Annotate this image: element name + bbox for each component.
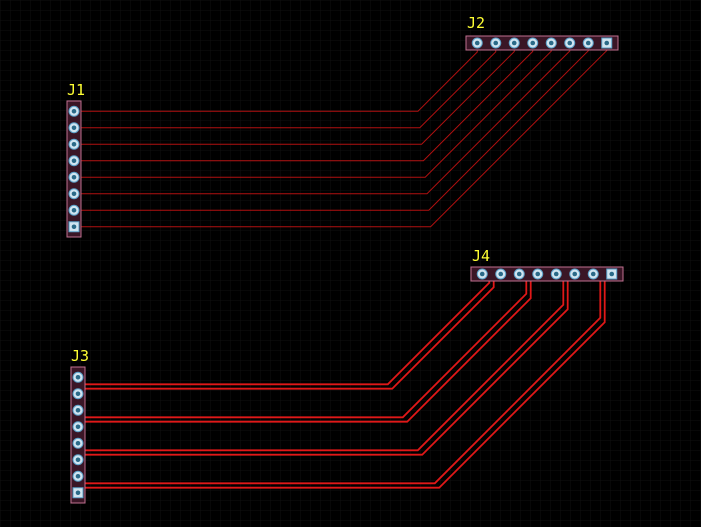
j1-body bbox=[66, 100, 82, 238]
j1-drill-hole bbox=[71, 125, 77, 131]
j1-drill-hole bbox=[71, 224, 77, 230]
j4-drill-hole bbox=[479, 271, 485, 277]
traces-j3-j4 bbox=[85, 281, 606, 489]
designator-j3: J3 bbox=[71, 347, 89, 365]
j4-pin[interactable] bbox=[532, 268, 544, 280]
designator-j2: J2 bbox=[467, 14, 485, 32]
j2-drill-hole bbox=[567, 40, 573, 46]
j2-drill-hole bbox=[511, 40, 517, 46]
j4-drill-hole bbox=[498, 271, 504, 277]
j1-drill-hole bbox=[71, 108, 77, 114]
j3-drill-hole bbox=[75, 407, 81, 413]
j2-drill-hole bbox=[530, 40, 536, 46]
j4-drill-hole bbox=[590, 271, 596, 277]
j4-drill-hole bbox=[609, 271, 615, 277]
j4-pin[interactable] bbox=[495, 268, 507, 280]
j2-pin[interactable] bbox=[490, 37, 502, 49]
j4-pin[interactable] bbox=[587, 268, 599, 280]
j4-pin[interactable] bbox=[513, 268, 525, 280]
j3-pin[interactable] bbox=[72, 404, 84, 416]
j1-pin[interactable] bbox=[68, 204, 80, 216]
j3-drill-hole bbox=[75, 424, 81, 430]
j2-pin[interactable] bbox=[527, 37, 539, 49]
diff-trace-j3-j4 bbox=[85, 281, 565, 452]
j3-drill-hole bbox=[75, 490, 81, 496]
j2-drill-hole bbox=[604, 40, 610, 46]
j2-drill-hole bbox=[474, 40, 480, 46]
connector-j1[interactable] bbox=[66, 100, 82, 238]
j3-drill-hole bbox=[75, 391, 81, 397]
j1-pin[interactable] bbox=[68, 188, 80, 200]
j4-drill-hole bbox=[572, 271, 578, 277]
j2-drill-hole bbox=[493, 40, 499, 46]
j3-pin[interactable] bbox=[72, 437, 84, 449]
diff-trace-j3-j4 bbox=[85, 281, 602, 485]
diff-trace-j3-j4 bbox=[85, 281, 569, 456]
j1-pin[interactable] bbox=[68, 171, 80, 183]
j3-drill-hole bbox=[75, 473, 81, 479]
j1-drill-hole bbox=[71, 174, 77, 180]
diff-trace-j3-j4 bbox=[85, 281, 528, 419]
j2-drill-hole bbox=[548, 40, 554, 46]
j1-drill-hole bbox=[71, 191, 77, 197]
diff-trace-j3-j4 bbox=[85, 281, 491, 386]
j3-pin[interactable] bbox=[72, 487, 84, 499]
connector-j3[interactable] bbox=[70, 366, 86, 504]
j2-pin[interactable] bbox=[582, 37, 594, 49]
j2-pin[interactable] bbox=[508, 37, 520, 49]
connector-j2[interactable] bbox=[465, 35, 619, 51]
j1-pin[interactable] bbox=[68, 221, 80, 233]
j3-drill-hole bbox=[75, 457, 81, 463]
j1-drill-hole bbox=[71, 141, 77, 147]
j1-drill-hole bbox=[71, 207, 77, 213]
j2-pin[interactable] bbox=[601, 37, 613, 49]
j2-drill-hole bbox=[585, 40, 591, 46]
j1-drill-hole bbox=[71, 158, 77, 164]
j4-pin[interactable] bbox=[569, 268, 581, 280]
j4-pin[interactable] bbox=[476, 268, 488, 280]
j1-pin[interactable] bbox=[68, 138, 80, 150]
j1-pin[interactable] bbox=[68, 122, 80, 134]
j4-drill-hole bbox=[516, 271, 522, 277]
j4-drill-hole bbox=[553, 271, 559, 277]
j4-pin[interactable] bbox=[606, 268, 618, 280]
j2-pin[interactable] bbox=[471, 37, 483, 49]
j3-pin[interactable] bbox=[72, 454, 84, 466]
j3-pin[interactable] bbox=[72, 470, 84, 482]
diff-trace-j3-j4 bbox=[85, 281, 532, 423]
j3-pin[interactable] bbox=[72, 388, 84, 400]
j3-pin[interactable] bbox=[72, 421, 84, 433]
j1-pin[interactable] bbox=[68, 105, 80, 117]
j3-drill-hole bbox=[75, 440, 81, 446]
j2-pin[interactable] bbox=[564, 37, 576, 49]
designator-j1: J1 bbox=[67, 81, 85, 99]
j2-pin[interactable] bbox=[545, 37, 557, 49]
connector-j4[interactable] bbox=[470, 266, 624, 282]
j1-pin[interactable] bbox=[68, 155, 80, 167]
j2-body bbox=[465, 35, 619, 51]
j4-body bbox=[470, 266, 624, 282]
j4-pin[interactable] bbox=[550, 268, 562, 280]
diff-trace-j3-j4 bbox=[85, 281, 495, 390]
j3-drill-hole bbox=[75, 374, 81, 380]
j4-drill-hole bbox=[535, 271, 541, 277]
diff-trace-j3-j4 bbox=[85, 281, 606, 489]
j3-pin[interactable] bbox=[72, 371, 84, 383]
designator-j4: J4 bbox=[472, 247, 490, 265]
j3-body bbox=[70, 366, 86, 504]
